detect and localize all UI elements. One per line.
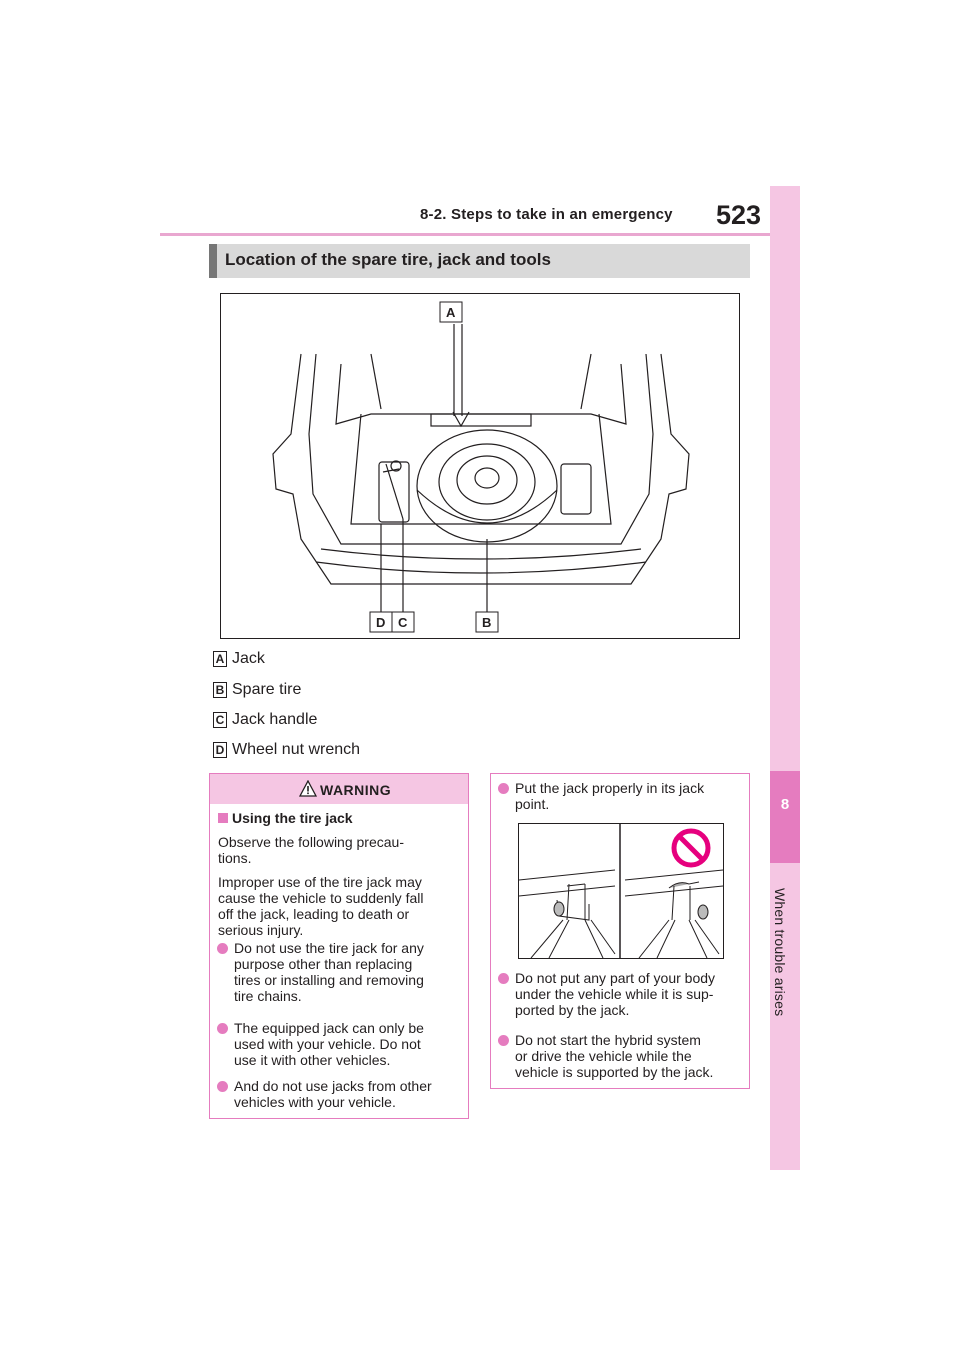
warning-title: WARNING bbox=[320, 782, 392, 798]
callout-d: D bbox=[376, 615, 385, 630]
callout-c: C bbox=[398, 615, 408, 630]
bullet-dot-icon bbox=[498, 973, 509, 984]
section-title: Location of the spare tire, jack and too… bbox=[225, 250, 551, 269]
warning-bullet: And do not use jacks from other vehicles… bbox=[216, 1078, 432, 1110]
callout-b: B bbox=[482, 615, 491, 630]
warning-bullet: Do not start the hybrid system or drive … bbox=[497, 1032, 713, 1080]
warning-bullet: The equipped jack can only be used with … bbox=[216, 1020, 424, 1068]
warning-paragraph: Improper use of the tire jack may cause … bbox=[218, 874, 424, 938]
warning-bullet: Do not put any part of your body under t… bbox=[497, 970, 715, 1018]
legend-text: Spare tire bbox=[232, 681, 302, 698]
callout-a: A bbox=[446, 305, 456, 320]
trunk-illustration: A B C D bbox=[220, 293, 740, 639]
warning-subheading: Using the tire jack bbox=[218, 810, 353, 826]
chapter-number: 8 bbox=[780, 796, 790, 813]
warning-header: WARNING bbox=[210, 774, 468, 804]
bullet-dot-icon bbox=[217, 943, 228, 954]
square-bullet-icon bbox=[218, 813, 228, 823]
bullet-dot-icon bbox=[498, 1035, 509, 1046]
chapter-label: When trouble arises bbox=[772, 888, 788, 1017]
legend-text: Jack handle bbox=[232, 711, 318, 728]
bullet-dot-icon bbox=[217, 1081, 228, 1092]
page-number: 523 bbox=[716, 200, 762, 230]
legend-key: D bbox=[213, 742, 227, 758]
header-section-title: 8-2. Steps to take in an emergency bbox=[420, 206, 673, 223]
legend-text: Jack bbox=[232, 650, 265, 667]
prohibited-icon bbox=[671, 828, 711, 868]
jack-point-illustration bbox=[518, 823, 724, 959]
legend-key: C bbox=[213, 712, 227, 728]
section-heading-bar bbox=[209, 244, 217, 278]
bullet-dot-icon bbox=[217, 1023, 228, 1034]
legend-key: B bbox=[213, 682, 227, 698]
legend-key: A bbox=[213, 651, 227, 667]
chapter-number-box bbox=[770, 771, 800, 863]
jack-point-drawing bbox=[518, 824, 724, 959]
header-rule bbox=[160, 233, 772, 236]
warning-intro: Observe the following precau- tions. bbox=[218, 834, 404, 866]
warning-bullet: Do not use the tire jack for any purpose… bbox=[216, 940, 424, 1004]
warning-bullet: Put the jack properly in its jack point. bbox=[497, 780, 704, 812]
warning-triangle-icon bbox=[299, 780, 317, 797]
legend-text: Wheel nut wrench bbox=[232, 741, 361, 758]
side-tab bbox=[770, 186, 800, 1170]
bullet-dot-icon bbox=[498, 783, 509, 794]
warning-box-left: WARNING Using the tire jack Observe the … bbox=[209, 773, 469, 1119]
warning-box-right: Put the jack properly in its jack point. bbox=[490, 773, 750, 1089]
trunk-drawing: A B C D bbox=[272, 301, 690, 633]
section-heading: Location of the spare tire, jack and too… bbox=[209, 244, 750, 278]
